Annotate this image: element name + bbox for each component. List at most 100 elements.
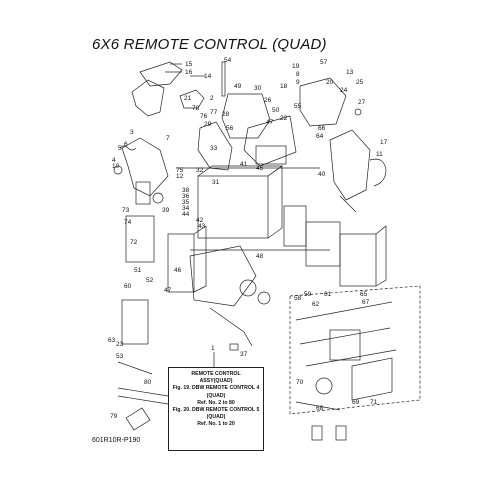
callout-3: 3 <box>130 129 134 136</box>
callout-13: 13 <box>346 69 354 76</box>
callout-62: 62 <box>312 301 320 308</box>
callout-57: 57 <box>320 59 328 66</box>
note-line-3: Fig. 19. DBW REMOTE CONTROL 4 <box>172 385 260 392</box>
callout-19: 19 <box>292 63 300 70</box>
handle-right <box>329 129 371 201</box>
diagram-title: 6X6 REMOTE CONTROL (QUAD) <box>92 36 327 53</box>
shaft-54 <box>221 61 226 97</box>
knob-left <box>113 165 123 175</box>
callout-2: 2 <box>210 95 214 102</box>
callout-80: 80 <box>144 379 152 386</box>
bracket-79 <box>125 407 151 431</box>
callout-54: 54 <box>224 57 232 64</box>
callout-4: 4 <box>112 157 116 164</box>
callout-48: 48 <box>256 253 264 260</box>
cover-right <box>299 77 347 127</box>
callout-25: 25 <box>356 79 364 86</box>
callout-33: 33 <box>210 145 218 152</box>
callout-50: 50 <box>272 107 280 114</box>
spring-left <box>119 145 137 151</box>
callout-68: 68 <box>316 405 324 412</box>
callout-77: 77 <box>210 109 218 116</box>
board-74 <box>125 215 155 263</box>
callout-69: 69 <box>352 399 360 406</box>
callout-53: 53 <box>116 353 124 360</box>
callout-39: 39 <box>162 207 170 214</box>
lever-center <box>197 121 233 171</box>
callout-79: 79 <box>110 413 118 420</box>
callout-note-ref: 1 <box>211 345 215 352</box>
callout-73: 73 <box>122 207 130 214</box>
callout-60: 60 <box>124 283 132 290</box>
tie-80 <box>117 387 169 405</box>
dial-68 <box>315 377 333 395</box>
cable-53 <box>117 361 153 375</box>
callout-49: 49 <box>234 83 242 90</box>
callout-27: 27 <box>358 99 366 106</box>
washer-39 <box>152 192 164 204</box>
note-line-8: Ref. No. 1 to 20 <box>197 421 235 428</box>
callout-8: 8 <box>296 71 300 78</box>
note-line-7: (QUAD) <box>206 414 226 421</box>
callout-72: 72 <box>130 239 138 246</box>
callout-40: 40 <box>318 171 326 178</box>
callout-35: 35 <box>182 199 190 206</box>
callout-36: 36 <box>182 193 190 200</box>
gear-assembly <box>189 245 257 307</box>
callout-23: 23 <box>116 341 124 348</box>
callout-65: 65 <box>360 291 368 298</box>
callout-labels: 15 16 14 21 2 54 49 30 19 57 13 25 8 9 2… <box>108 57 388 420</box>
connector-37 <box>229 343 239 351</box>
circuit-plate <box>255 145 287 165</box>
module-box-a <box>283 205 307 247</box>
note-line-2: ASSY(QUAD) <box>199 378 233 385</box>
cover-part-16 <box>131 79 165 117</box>
spring-right <box>339 195 357 213</box>
gear-plate <box>243 115 297 167</box>
main-body-side <box>267 165 283 239</box>
callout-31: 31 <box>212 179 220 186</box>
board-52 <box>167 233 195 293</box>
dashed-group-outline <box>289 285 421 415</box>
clip-bottom-2 <box>335 425 347 441</box>
callout-51: 51 <box>134 267 142 274</box>
callout-30: 30 <box>254 85 262 92</box>
callout-28: 28 <box>222 111 230 118</box>
callout-43: 43 <box>198 223 206 230</box>
callout-7: 7 <box>166 135 170 142</box>
block-group <box>329 329 361 361</box>
cover-part-21 <box>179 89 205 109</box>
callout-18: 18 <box>280 83 288 90</box>
callout-34: 34 <box>182 205 190 212</box>
main-body <box>197 175 269 239</box>
callout-5: 5 <box>118 145 122 152</box>
cover-part-15 <box>139 61 183 87</box>
callout-56: 56 <box>226 125 234 132</box>
callout-6: 6 <box>124 141 128 148</box>
gear-a <box>239 279 257 297</box>
callout-78: 78 <box>192 105 200 112</box>
rod-group-2 <box>299 327 391 345</box>
callout-9: 9 <box>296 79 300 86</box>
callout-47b: 47 <box>164 287 172 294</box>
note-line-5: Ref. No. 2 to 80 <box>197 399 235 406</box>
board-52-edge <box>193 225 207 293</box>
rod-group-1 <box>295 301 393 321</box>
bolt-right <box>354 108 362 116</box>
linkage-78 <box>209 307 253 347</box>
callout-46: 46 <box>174 267 182 274</box>
callout-12: 12 <box>176 173 184 180</box>
callout-75: 75 <box>176 167 184 174</box>
callout-66: 66 <box>318 125 326 132</box>
callout-61: 61 <box>324 291 332 298</box>
plate-right-edge <box>375 225 387 287</box>
callout-70: 70 <box>296 379 304 386</box>
note-line-6: Fig. 20. DBW REMOTE CONTROL 5 <box>172 407 260 414</box>
plate-right <box>339 233 377 287</box>
note-line-1: REMOTE CONTROL <box>191 371 241 377</box>
callout-52: 52 <box>146 277 154 284</box>
callout-67: 67 <box>362 299 370 306</box>
callout-42: 42 <box>196 217 204 224</box>
